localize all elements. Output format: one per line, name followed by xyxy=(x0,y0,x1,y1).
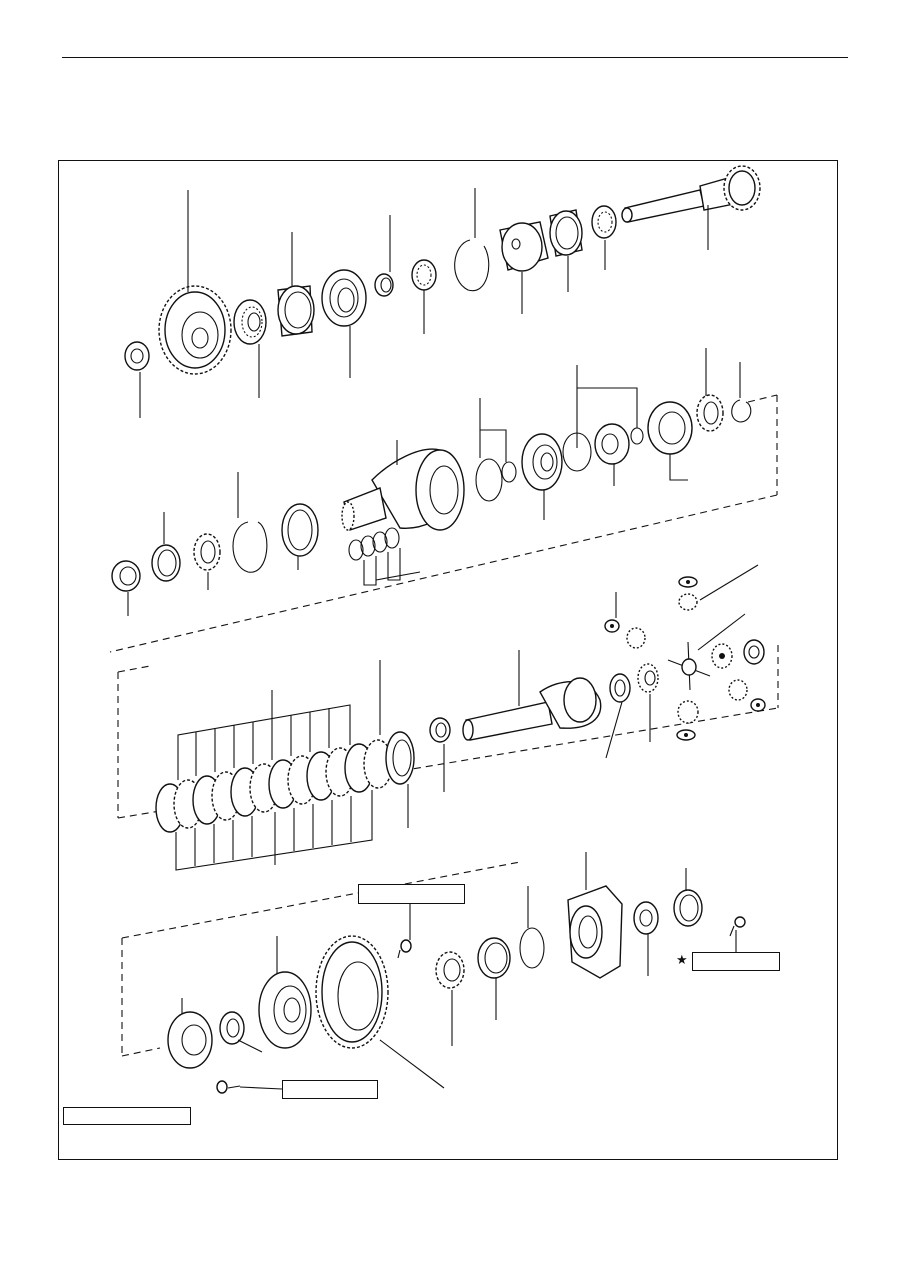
pinion-washer-2 xyxy=(750,698,766,712)
callout-box-3 xyxy=(282,1080,378,1099)
pinion-gear-2 xyxy=(711,643,733,669)
lock-nut xyxy=(124,341,150,371)
pinion-gear-3 xyxy=(728,679,748,701)
parts-row-2 xyxy=(109,348,778,653)
snap-ring-3 xyxy=(232,521,268,573)
tapered-roller-bearing-4 xyxy=(435,951,465,989)
o-ring-small xyxy=(630,427,644,445)
clutch-cover xyxy=(647,401,693,455)
ring-gear xyxy=(315,935,389,1049)
star-marker-icon: ★ xyxy=(676,953,688,968)
adjusting-shim xyxy=(519,927,545,969)
bearing-cup xyxy=(111,560,141,592)
oil-seal xyxy=(633,901,659,935)
side-washer-right xyxy=(743,639,765,665)
callout-box-2 xyxy=(692,952,780,971)
legend-box xyxy=(63,1107,191,1125)
piston-plate xyxy=(521,433,563,491)
counter-drive-gear xyxy=(158,285,232,375)
output-shaft xyxy=(621,165,761,223)
return-springs xyxy=(348,527,400,561)
bolt-right xyxy=(729,916,746,937)
tapered-roller-bearing-2 xyxy=(591,205,617,239)
bearing-outer-race-1 xyxy=(277,285,315,337)
bearing-outer-race-2 xyxy=(549,209,583,257)
pinion-washer-1 xyxy=(604,619,620,633)
header-rule xyxy=(62,57,848,58)
thrust-ring xyxy=(281,503,319,557)
bearing-outer-race-4 xyxy=(477,937,511,979)
callout-box-1 xyxy=(358,884,465,904)
pinion-washer-top xyxy=(678,576,698,588)
bolt-bottom xyxy=(216,1080,241,1094)
clutch-plate-stack xyxy=(155,731,415,833)
bearing-retainer-plate xyxy=(321,269,367,327)
bearing-outer-race-3 xyxy=(151,544,181,582)
pinion-washer-3 xyxy=(676,729,696,741)
diagram-frame xyxy=(58,160,838,1160)
differential-case xyxy=(258,971,312,1049)
parts-row-1 xyxy=(124,165,761,418)
needle-bearing xyxy=(411,259,437,291)
differential-washer xyxy=(609,673,631,703)
flange-washer xyxy=(219,1011,245,1045)
pinion-gear-4 xyxy=(677,700,699,724)
pinion-shaft-cross xyxy=(667,641,711,691)
pinion-gear-top xyxy=(678,593,698,611)
clutch-piston xyxy=(594,423,630,465)
snap-ring-1 xyxy=(454,239,490,292)
tapered-roller-bearing-3 xyxy=(193,533,221,571)
pinion-gear-1 xyxy=(626,627,646,649)
o-ring-large xyxy=(562,432,592,472)
companion-flange xyxy=(167,1011,213,1069)
parts-row-4 xyxy=(121,852,746,1094)
ball-bearing xyxy=(696,394,724,432)
clutch-drum xyxy=(341,448,465,531)
snap-ring-2 xyxy=(731,399,752,423)
input-shaft xyxy=(462,677,602,741)
bearing-outer-race-5 xyxy=(673,889,703,927)
bolt-middle xyxy=(397,939,412,959)
tapered-roller-bearing-1 xyxy=(233,299,267,345)
sleeve xyxy=(499,221,549,272)
seal-ring-pair xyxy=(475,458,517,502)
bearing-retainer-housing xyxy=(567,885,623,979)
side-gear xyxy=(637,663,659,693)
spacer xyxy=(374,273,394,297)
thrust-washer xyxy=(429,717,451,743)
parts-row-3 xyxy=(117,564,779,871)
